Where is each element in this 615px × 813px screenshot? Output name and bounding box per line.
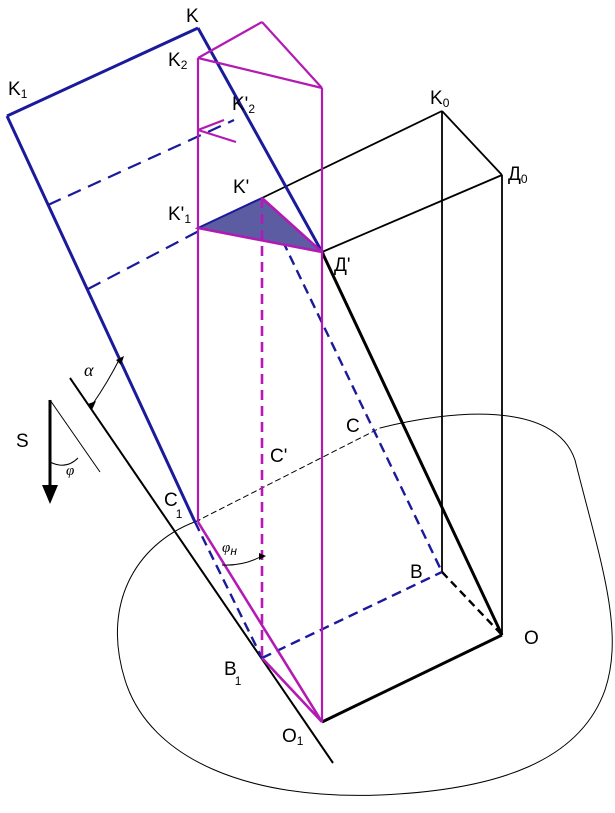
label-phi: φ <box>66 463 74 479</box>
edge-k-k2-d <box>196 27 324 253</box>
label-k1: K1 <box>8 79 28 101</box>
s-arrow-group <box>42 399 101 504</box>
edge-o-o1 <box>321 633 503 724</box>
ground-outline <box>116 413 613 796</box>
label-k1-prime: K'1 <box>168 204 191 226</box>
edge-top-right <box>261 21 323 89</box>
label-k: K <box>186 6 199 27</box>
label-phi-n: φн <box>222 540 237 558</box>
edge-k2p-2 <box>197 128 237 144</box>
label-s: S <box>16 431 29 452</box>
dash-kp-o <box>260 197 444 573</box>
edge-b-o <box>441 571 503 636</box>
edge-d-o <box>320 251 504 636</box>
edge-kp-d <box>261 197 323 253</box>
label-o1: O1 <box>282 726 304 748</box>
label-d0: Д0 <box>508 164 528 186</box>
alpha-arc <box>91 357 121 406</box>
label-c: C <box>346 416 360 437</box>
dash-c1-b1 <box>193 521 264 659</box>
incline-line <box>69 377 334 764</box>
edge-k1-c1 <box>5 115 197 523</box>
edge-k2-top <box>197 21 263 59</box>
edge-k2-right <box>197 56 323 90</box>
section-triangle <box>194 196 326 254</box>
edge-k1p-d <box>197 226 323 254</box>
label-d-prime: Д' <box>334 255 351 276</box>
edge-d0-d <box>321 174 503 253</box>
label-k2-prime: K'2 <box>232 94 255 116</box>
label-c-prime: C' <box>270 446 287 467</box>
edge-k1-k <box>6 26 199 118</box>
blue-prism <box>5 26 444 660</box>
black-prism <box>261 110 504 724</box>
line-c1-c <box>194 427 381 523</box>
dash-1 <box>47 118 235 207</box>
edge-k0-k <box>261 110 443 199</box>
label-k-prime: K' <box>233 177 249 198</box>
phi-n-arc <box>221 555 263 566</box>
edge-c1-o1 <box>196 521 324 723</box>
label-b: B <box>410 562 423 583</box>
label-alpha: α <box>84 360 94 380</box>
edge-k0-d0 <box>441 110 503 176</box>
dash-b1-b <box>261 570 443 660</box>
label-o: O <box>524 628 539 649</box>
label-k2: K2 <box>168 50 188 72</box>
edge-k2p <box>197 118 225 132</box>
purple-prism <box>196 21 324 723</box>
label-k0: K0 <box>430 88 450 110</box>
edge-b1-o1 <box>261 657 323 723</box>
s-arrow-head <box>42 485 58 504</box>
